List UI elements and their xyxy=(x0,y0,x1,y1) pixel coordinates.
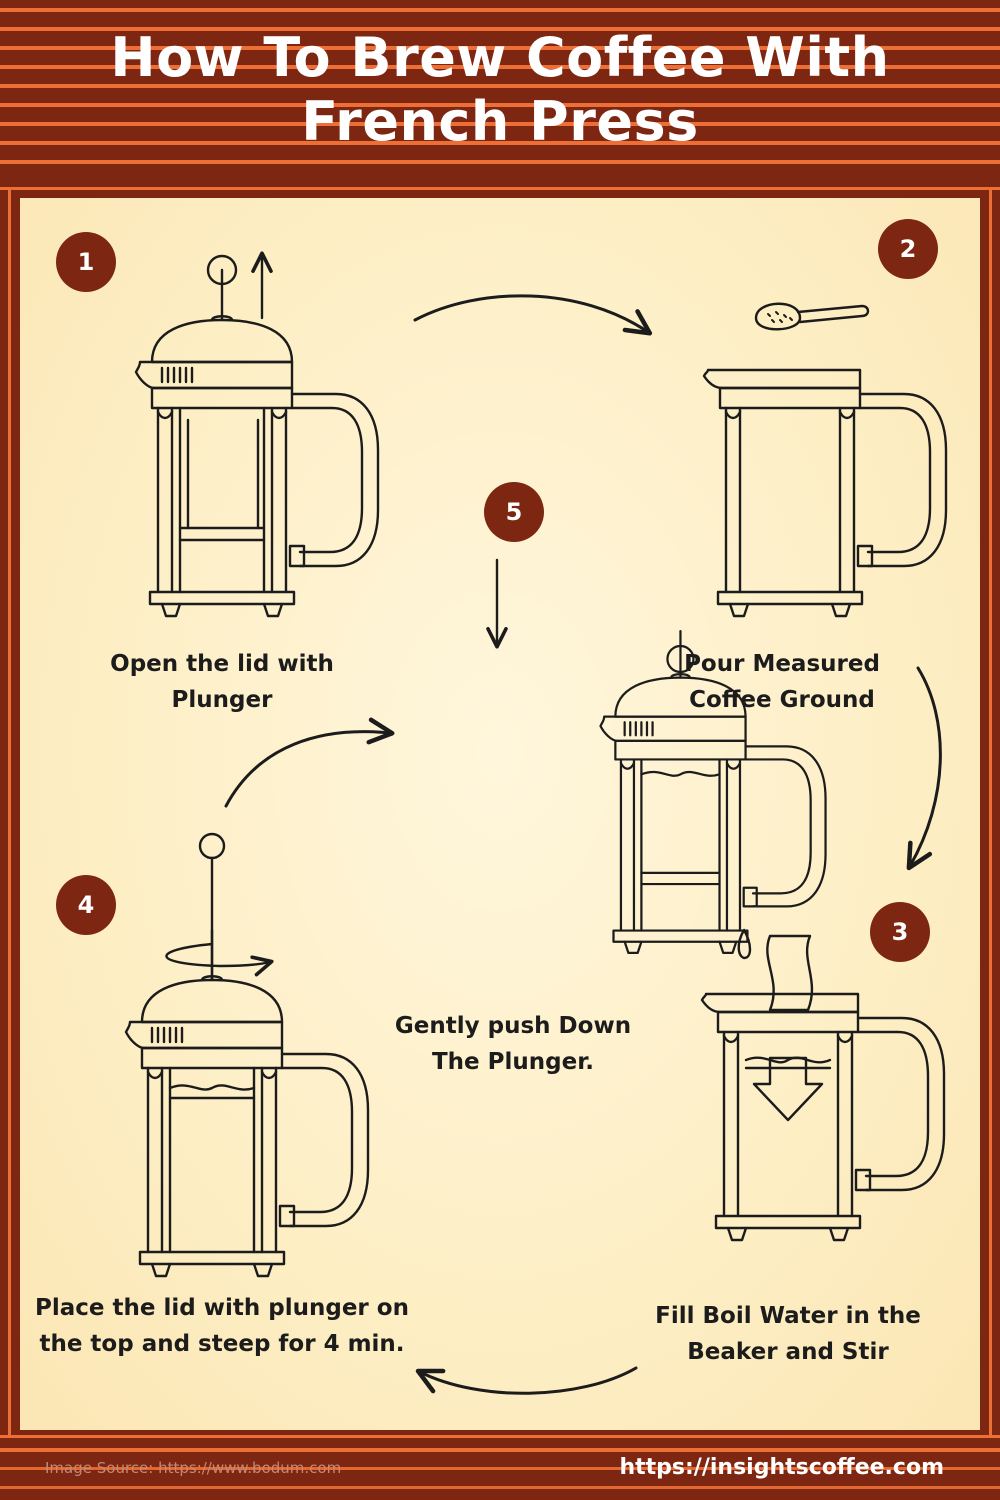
footer-stripe xyxy=(0,1486,1000,1489)
header-stripe xyxy=(0,141,1000,145)
frame-line-top xyxy=(0,187,1000,190)
step-5-caption-line2: The Plunger. xyxy=(431,1049,595,1075)
step-3-badge: 3 xyxy=(870,902,930,962)
step-1-badge: 1 xyxy=(56,232,116,292)
step-2-caption-line1: Pour Measured xyxy=(684,651,880,677)
press-step2-illustration xyxy=(702,368,948,618)
step-3-caption-line1: Fill Boil Water in the xyxy=(655,1303,921,1329)
step-5-caption-line1: Gently push Down xyxy=(394,1013,632,1039)
rotate-arrow xyxy=(165,942,274,977)
frame-line-right xyxy=(989,187,992,1438)
step-2-badge: 2 xyxy=(878,219,938,279)
step-3-caption-line2: Beaker and Stir xyxy=(687,1339,889,1365)
step-5-badge: 5 xyxy=(484,482,544,542)
step-4-badge: 4 xyxy=(56,875,116,935)
frame-line-left xyxy=(8,187,11,1438)
site-url-link[interactable]: https://insightscoffee.com xyxy=(619,1455,944,1480)
arrow-1-to-2 xyxy=(413,294,653,336)
page-title: How To Brew Coffee With French Press xyxy=(0,26,1000,154)
header-banner: How To Brew Coffee With French Press xyxy=(0,0,1000,183)
step-3-caption: Fill Boil Water in the Beaker and Stir xyxy=(618,1298,958,1370)
step-1-caption-line1: Open the lid with xyxy=(110,651,334,677)
footer-bar: Image Source: https://www.bodum.com http… xyxy=(0,1445,1000,1500)
arrow-4-to-5 xyxy=(224,717,395,808)
header-stripe xyxy=(0,27,1000,31)
footer-stripe xyxy=(0,1467,1000,1470)
step-5-caption: Gently push Down The Plunger. xyxy=(363,1008,663,1080)
step-4-caption-line1: Place the lid with plunger on xyxy=(35,1295,409,1321)
image-source-text: Image Source: https://www.bodum.com xyxy=(45,1459,342,1477)
page-title-line1: How To Brew Coffee With xyxy=(110,26,890,89)
footer-stripe xyxy=(0,1448,1000,1452)
content-panel xyxy=(20,198,980,1430)
step-4-caption-line2: the top and steep for 4 min. xyxy=(39,1331,405,1357)
press-step4-illustration xyxy=(124,832,370,1278)
step-2-caption: Pour Measured Coffee Ground xyxy=(632,646,932,718)
press-step5-illustration xyxy=(599,629,827,954)
step-4-caption: Place the lid with plunger on the top an… xyxy=(22,1290,422,1362)
step-2-caption-line2: Coffee Ground xyxy=(689,687,875,713)
step-1-caption-line2: Plunger xyxy=(171,687,273,713)
header-stripe xyxy=(0,65,1000,69)
pouring-water-illustration xyxy=(737,928,824,1122)
press-step1-illustration xyxy=(134,251,380,618)
header-stripe xyxy=(0,8,1000,12)
coffee-scoop-illustration xyxy=(754,302,870,331)
step-1-caption: Open the lid with Plunger xyxy=(72,646,372,718)
press-step3-illustration xyxy=(700,992,946,1242)
header-stripe xyxy=(0,122,1000,126)
page-title-line2: French Press xyxy=(301,90,699,153)
header-stripe xyxy=(0,46,1000,50)
frame-line-bottom xyxy=(0,1435,1000,1438)
header-stripe xyxy=(0,103,1000,107)
arrow-2-to-3 xyxy=(906,666,942,871)
header-stripe xyxy=(0,160,1000,164)
arrow-3-to-4 xyxy=(415,1366,638,1395)
header-stripe xyxy=(0,84,1000,88)
